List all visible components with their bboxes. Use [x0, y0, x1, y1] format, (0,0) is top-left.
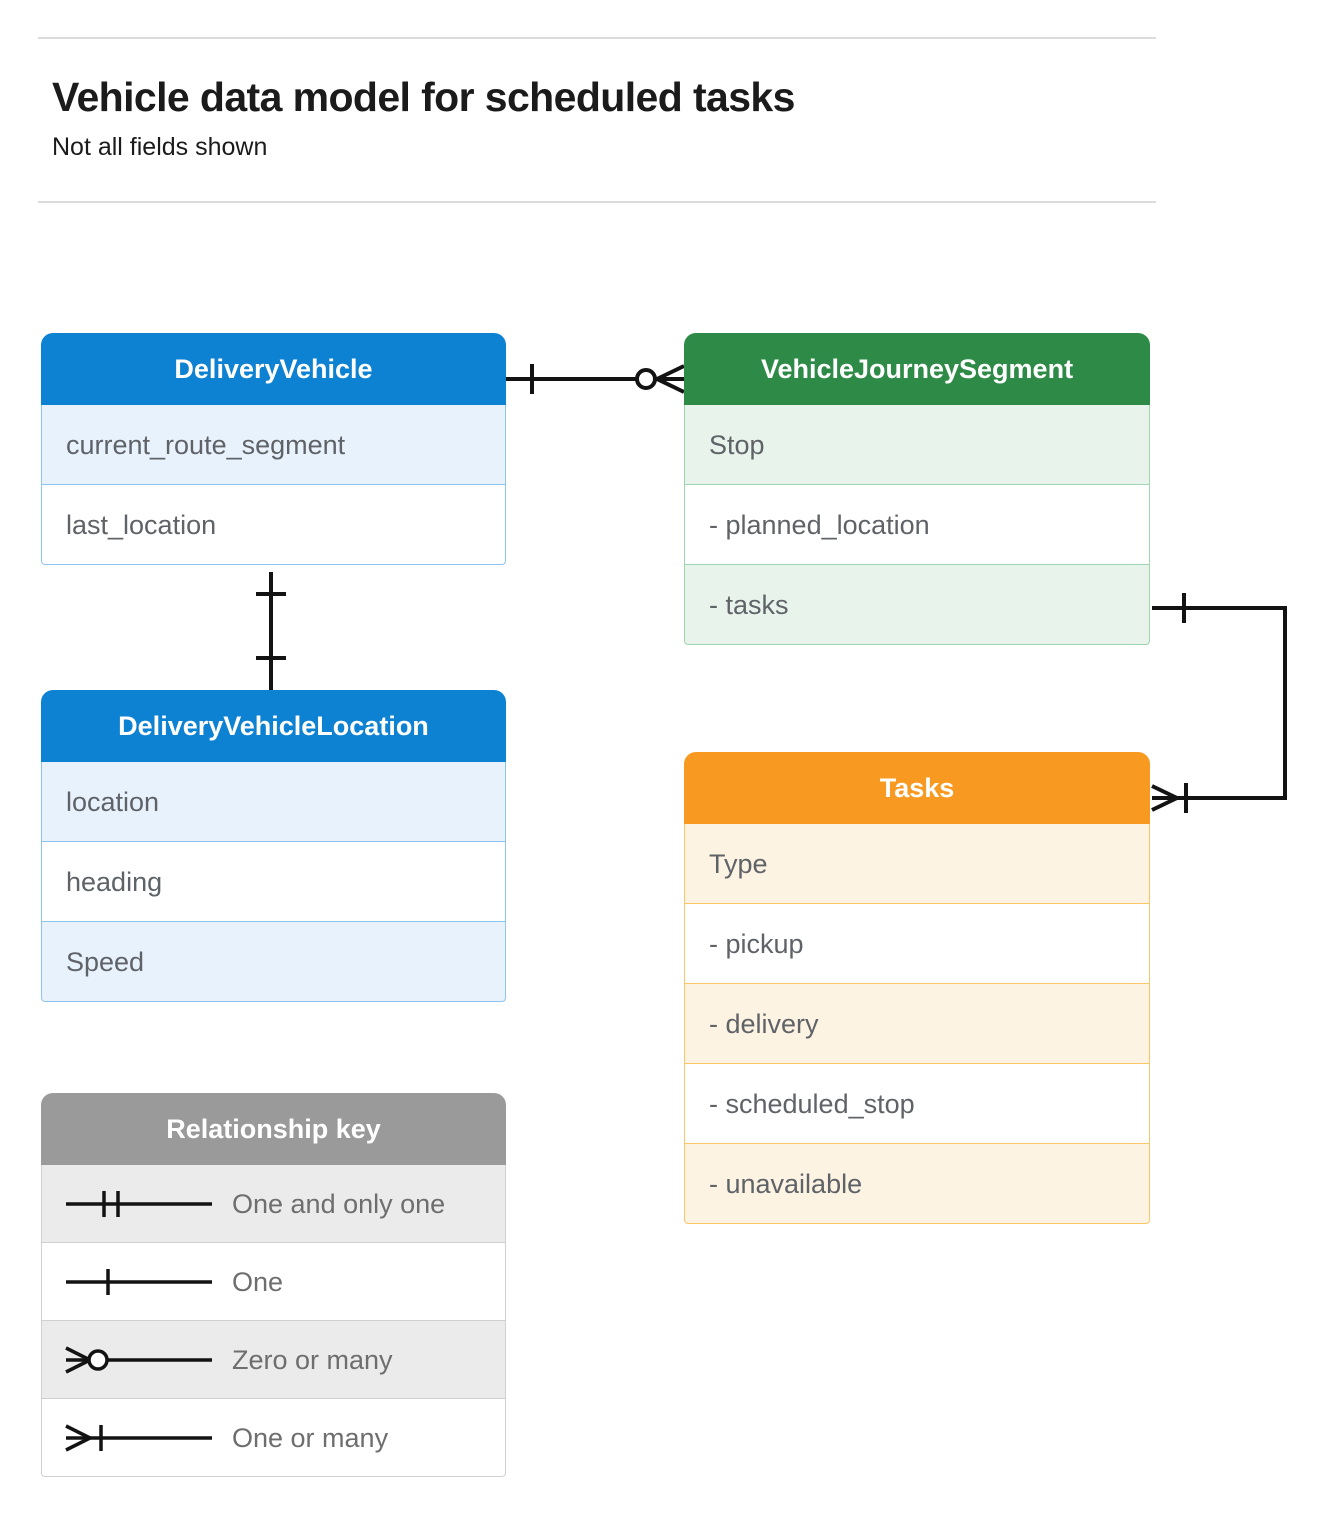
connector-vjs-tasks-crow-upper — [1151, 784, 1178, 800]
entity-vehicle-journey-segment-field-2: - tasks — [684, 565, 1150, 645]
one-or-many-symbol — [65, 1423, 212, 1452]
entity-delivery-vehicle-field-0: current_route_segment — [41, 405, 506, 485]
relationship-key-title: Relationship key — [41, 1093, 506, 1165]
entity-delivery-vehicle-title: DeliveryVehicle — [41, 333, 506, 405]
header-top-divider — [38, 37, 1156, 39]
header-bottom-divider — [38, 201, 1156, 203]
legend-item-one-or-many: One or many — [41, 1399, 506, 1477]
entity-tasks-field-0: Type — [684, 824, 1150, 904]
entity-delivery-vehicle-location-field-1: heading — [41, 842, 506, 922]
connector-vjs-tasks-line — [1152, 606, 1287, 800]
entity-tasks[interactable]: Tasks Type - pickup - delivery - schedul… — [684, 752, 1150, 1224]
page-title: Vehicle data model for scheduled tasks — [52, 74, 795, 120]
entity-tasks-title: Tasks — [684, 752, 1150, 824]
entity-delivery-vehicle-location-title: DeliveryVehicleLocation — [41, 690, 506, 762]
legend-item-one: One — [41, 1243, 506, 1321]
one-symbol — [66, 1268, 212, 1295]
legend-label-one-and-only-one: One and only one — [232, 1189, 446, 1219]
entity-delivery-vehicle-location[interactable]: DeliveryVehicleLocation location heading… — [41, 690, 506, 1002]
entity-delivery-vehicle-location-field-2: Speed — [41, 922, 506, 1002]
entity-vehicle-journey-segment-field-0: Stop — [684, 405, 1150, 485]
legend-item-zero-or-many: Zero or many — [41, 1321, 506, 1399]
entity-tasks-field-1: - pickup — [684, 904, 1150, 984]
legend-label-one-or-many: One or many — [232, 1423, 389, 1453]
entity-delivery-vehicle-field-1: last_location — [41, 485, 506, 565]
legend-label-zero-or-many: Zero or many — [232, 1345, 393, 1375]
entity-vehicle-journey-segment[interactable]: VehicleJourneySegment Stop - planned_loc… — [684, 333, 1150, 645]
entity-vehicle-journey-segment-title: VehicleJourneySegment — [684, 333, 1150, 405]
legend-item-one-and-only-one: One and only one — [41, 1165, 506, 1243]
entity-delivery-vehicle[interactable]: DeliveryVehicle current_route_segment la… — [41, 333, 506, 565]
connector-dv-vjs-crow-lower — [656, 377, 685, 394]
connector-dv-vjs-crow-upper — [656, 364, 685, 381]
zero-or-many-symbol — [65, 1345, 212, 1374]
connector-dv-vjs-zero-circle — [635, 368, 657, 390]
one-and-only-one-symbol — [66, 1190, 212, 1217]
relationship-key-legend[interactable]: Relationship key One and only one One — [41, 1093, 506, 1477]
legend-label-one: One — [232, 1267, 284, 1297]
entity-delivery-vehicle-location-field-0: location — [41, 762, 506, 842]
entity-tasks-field-4: - unavailable — [684, 1144, 1150, 1224]
connector-vjs-tasks-crow-lower — [1151, 796, 1178, 812]
entity-vehicle-journey-segment-field-1: - planned_location — [684, 485, 1150, 565]
entity-tasks-field-3: - scheduled_stop — [684, 1064, 1150, 1144]
page-subtitle: Not all fields shown — [52, 133, 268, 161]
entity-tasks-field-2: - delivery — [684, 984, 1150, 1064]
